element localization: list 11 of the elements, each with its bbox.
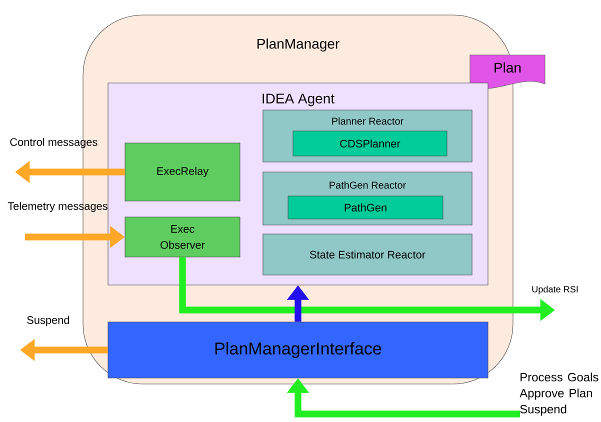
- edge-label: Suspend: [27, 316, 70, 326]
- edge-label: Process Goals Approve Plan Suspend: [520, 372, 598, 416]
- process-box: Exec Observer: [124, 216, 240, 258]
- component-box: CDSPlanner: [292, 130, 448, 156]
- component-box: PathGen: [288, 196, 444, 220]
- process-box: ExecRelay: [124, 142, 240, 202]
- edge-label: Control messages: [10, 138, 98, 148]
- reactor-box: State Estimator Reactor: [262, 234, 472, 276]
- edge-label: Update RSI: [532, 286, 578, 294]
- edge-label: Telemetry messages: [8, 202, 108, 212]
- interface-box: PlanManagerInterface: [108, 322, 488, 378]
